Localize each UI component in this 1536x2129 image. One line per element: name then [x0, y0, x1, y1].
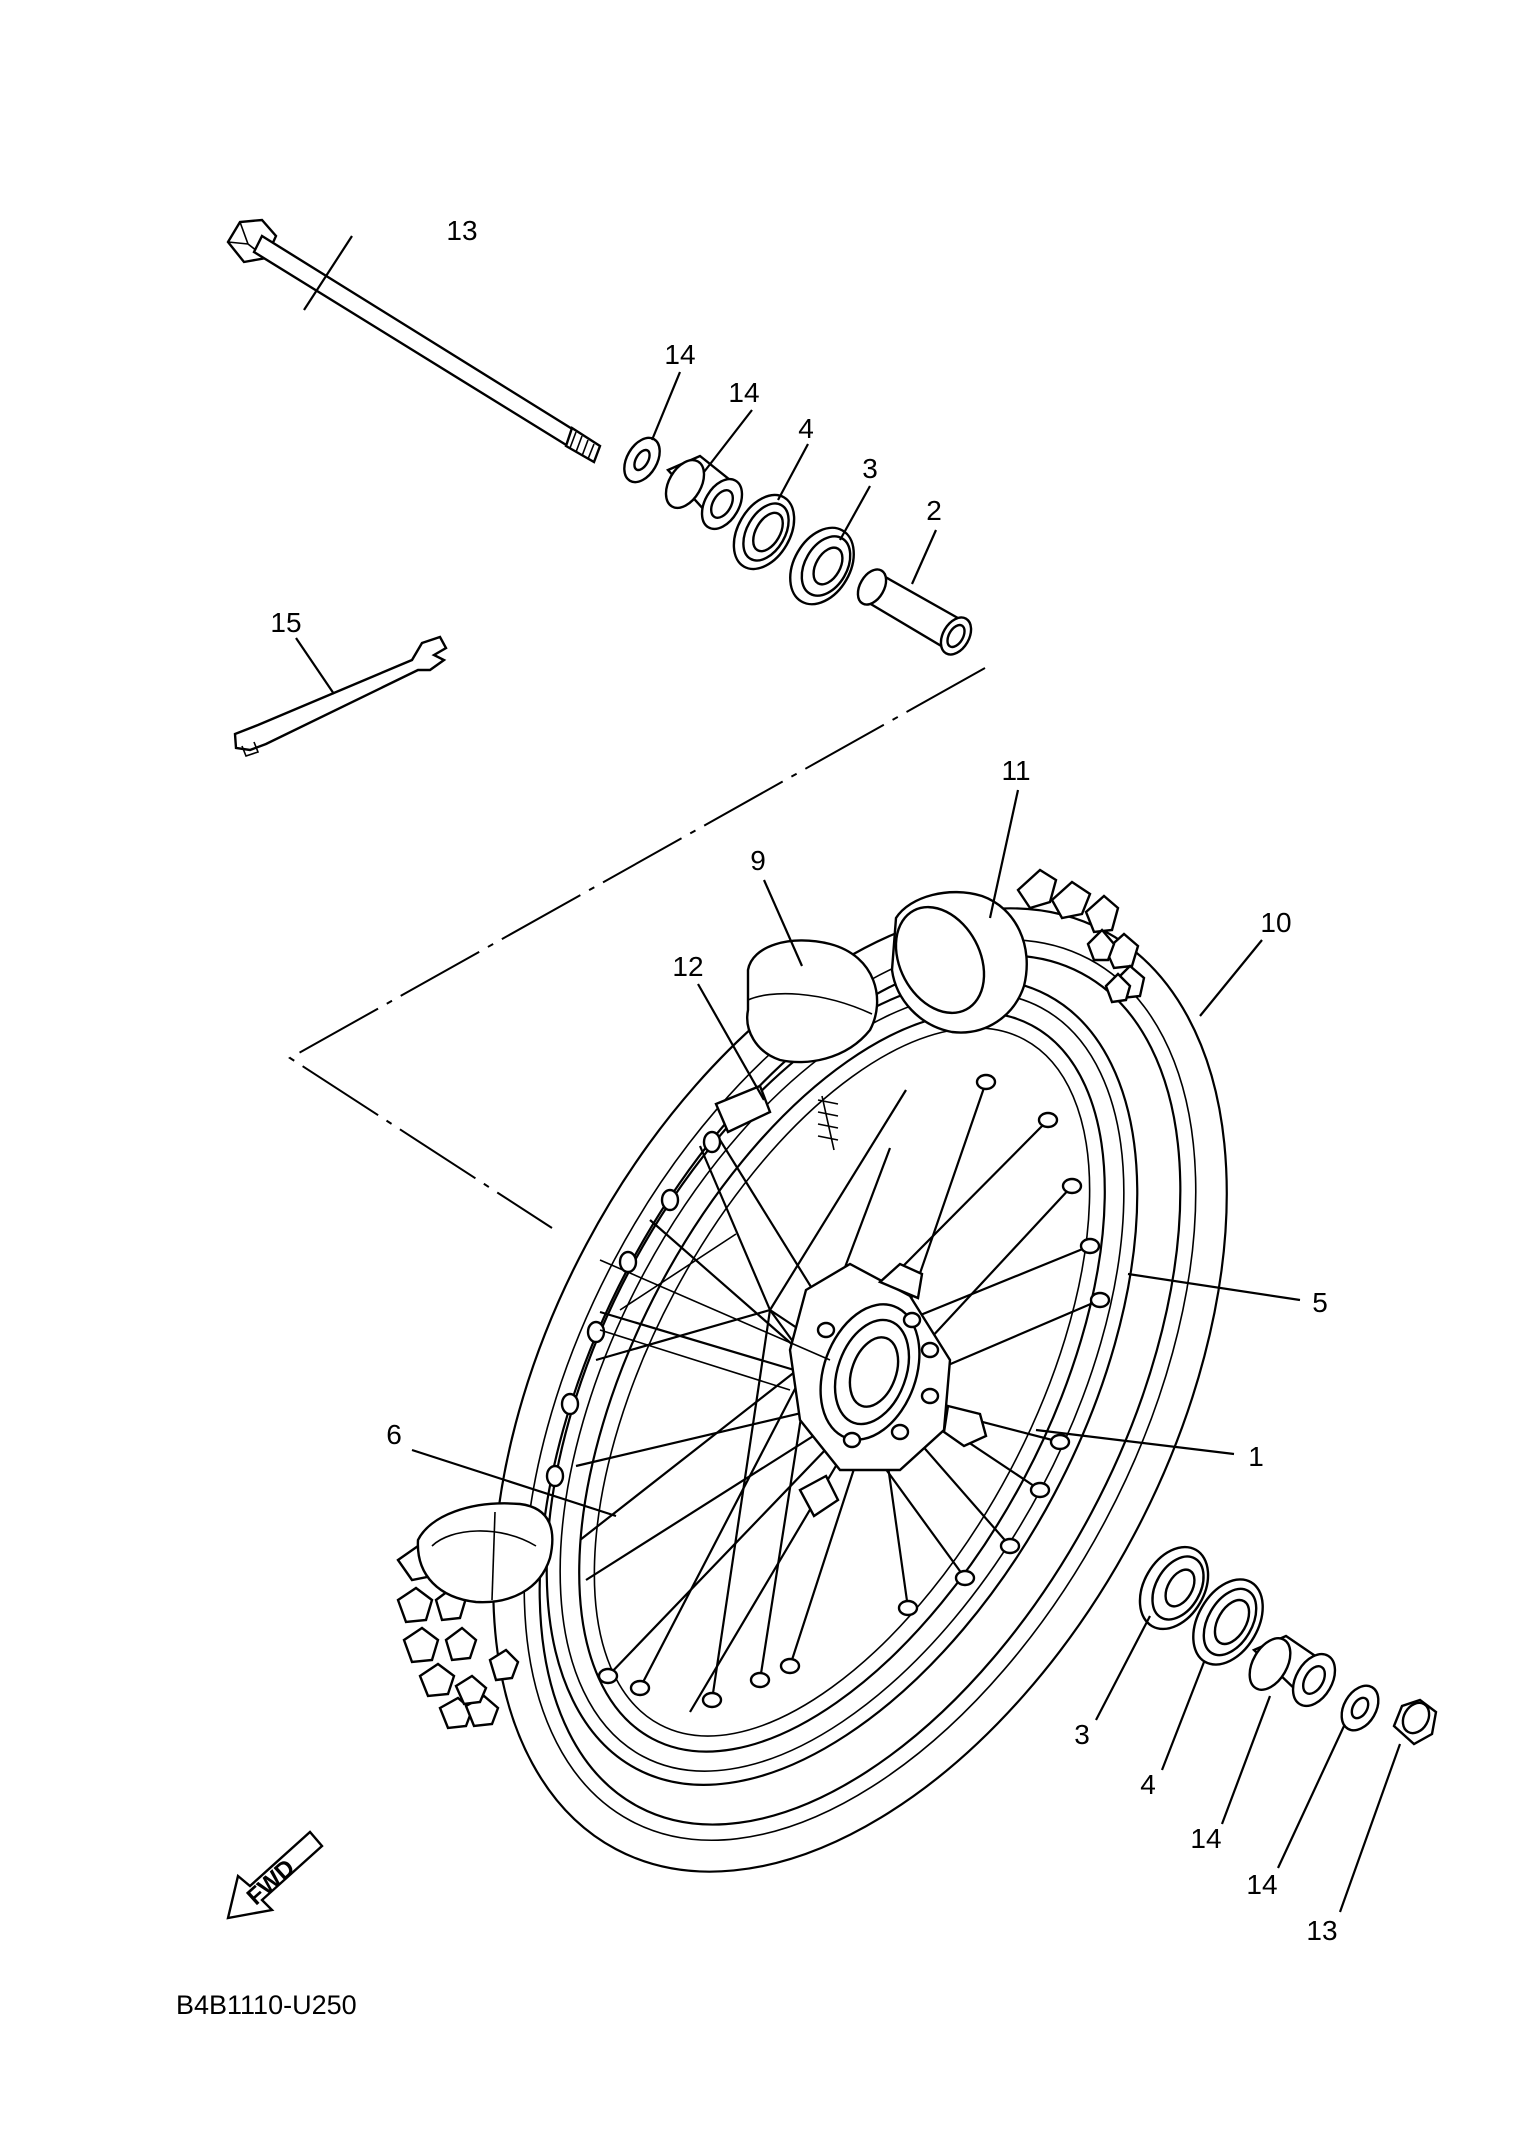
callout-5: 5	[1312, 1287, 1328, 1318]
callout-7: 9	[750, 845, 766, 876]
rim-band-lower	[416, 1502, 554, 1604]
drawing-code: B4B1110-U250	[176, 1990, 357, 2020]
assembly-guide-line	[288, 667, 986, 1229]
callout-10: 12	[672, 951, 703, 982]
collar-upper	[664, 454, 744, 531]
callout-13-upper: 14	[664, 339, 695, 370]
washer-lower	[1340, 1684, 1380, 1732]
leader-lines	[295, 235, 1402, 1913]
callout-15: 15	[270, 607, 301, 638]
hub	[599, 1233, 988, 1518]
callout-13-lower: 14	[1246, 1869, 1277, 1900]
oil-seal-upper	[732, 493, 796, 571]
collar-lower	[1248, 1634, 1337, 1708]
spacer	[856, 568, 973, 656]
fwd-arrow-icon: FWD	[226, 1830, 324, 1920]
rim-band	[890, 890, 1028, 1034]
callout-1: 1	[1248, 1441, 1264, 1472]
washer-upper	[623, 436, 661, 484]
callout-8: 10	[1260, 907, 1291, 938]
oil-seal-lower	[1192, 1578, 1264, 1666]
nut	[1392, 1698, 1438, 1746]
callout-14-upper: 14	[728, 377, 759, 408]
callout-labels: 13 14 14 4 3 2 15 11 9 10 12 5 1 6 3 4 1…	[270, 215, 1337, 1946]
spoke-wrench	[233, 635, 448, 757]
wheel-axle	[226, 218, 602, 464]
tube	[746, 939, 879, 1151]
callout-4-lower: 4	[1140, 1769, 1156, 1800]
callout-3-upper: 3	[862, 453, 878, 484]
callout-11: 13	[446, 215, 477, 246]
rim-lock	[714, 1084, 772, 1134]
callout-12: 13	[1306, 1915, 1337, 1946]
callout-4-upper: 4	[798, 413, 814, 444]
callout-6: 6	[386, 1419, 402, 1450]
callout-14-lower: 14	[1190, 1823, 1221, 1854]
callout-9: 11	[1001, 755, 1030, 786]
callout-2: 2	[926, 495, 942, 526]
bearing-lower	[1138, 1545, 1210, 1631]
callout-3-lower: 3	[1074, 1719, 1090, 1750]
